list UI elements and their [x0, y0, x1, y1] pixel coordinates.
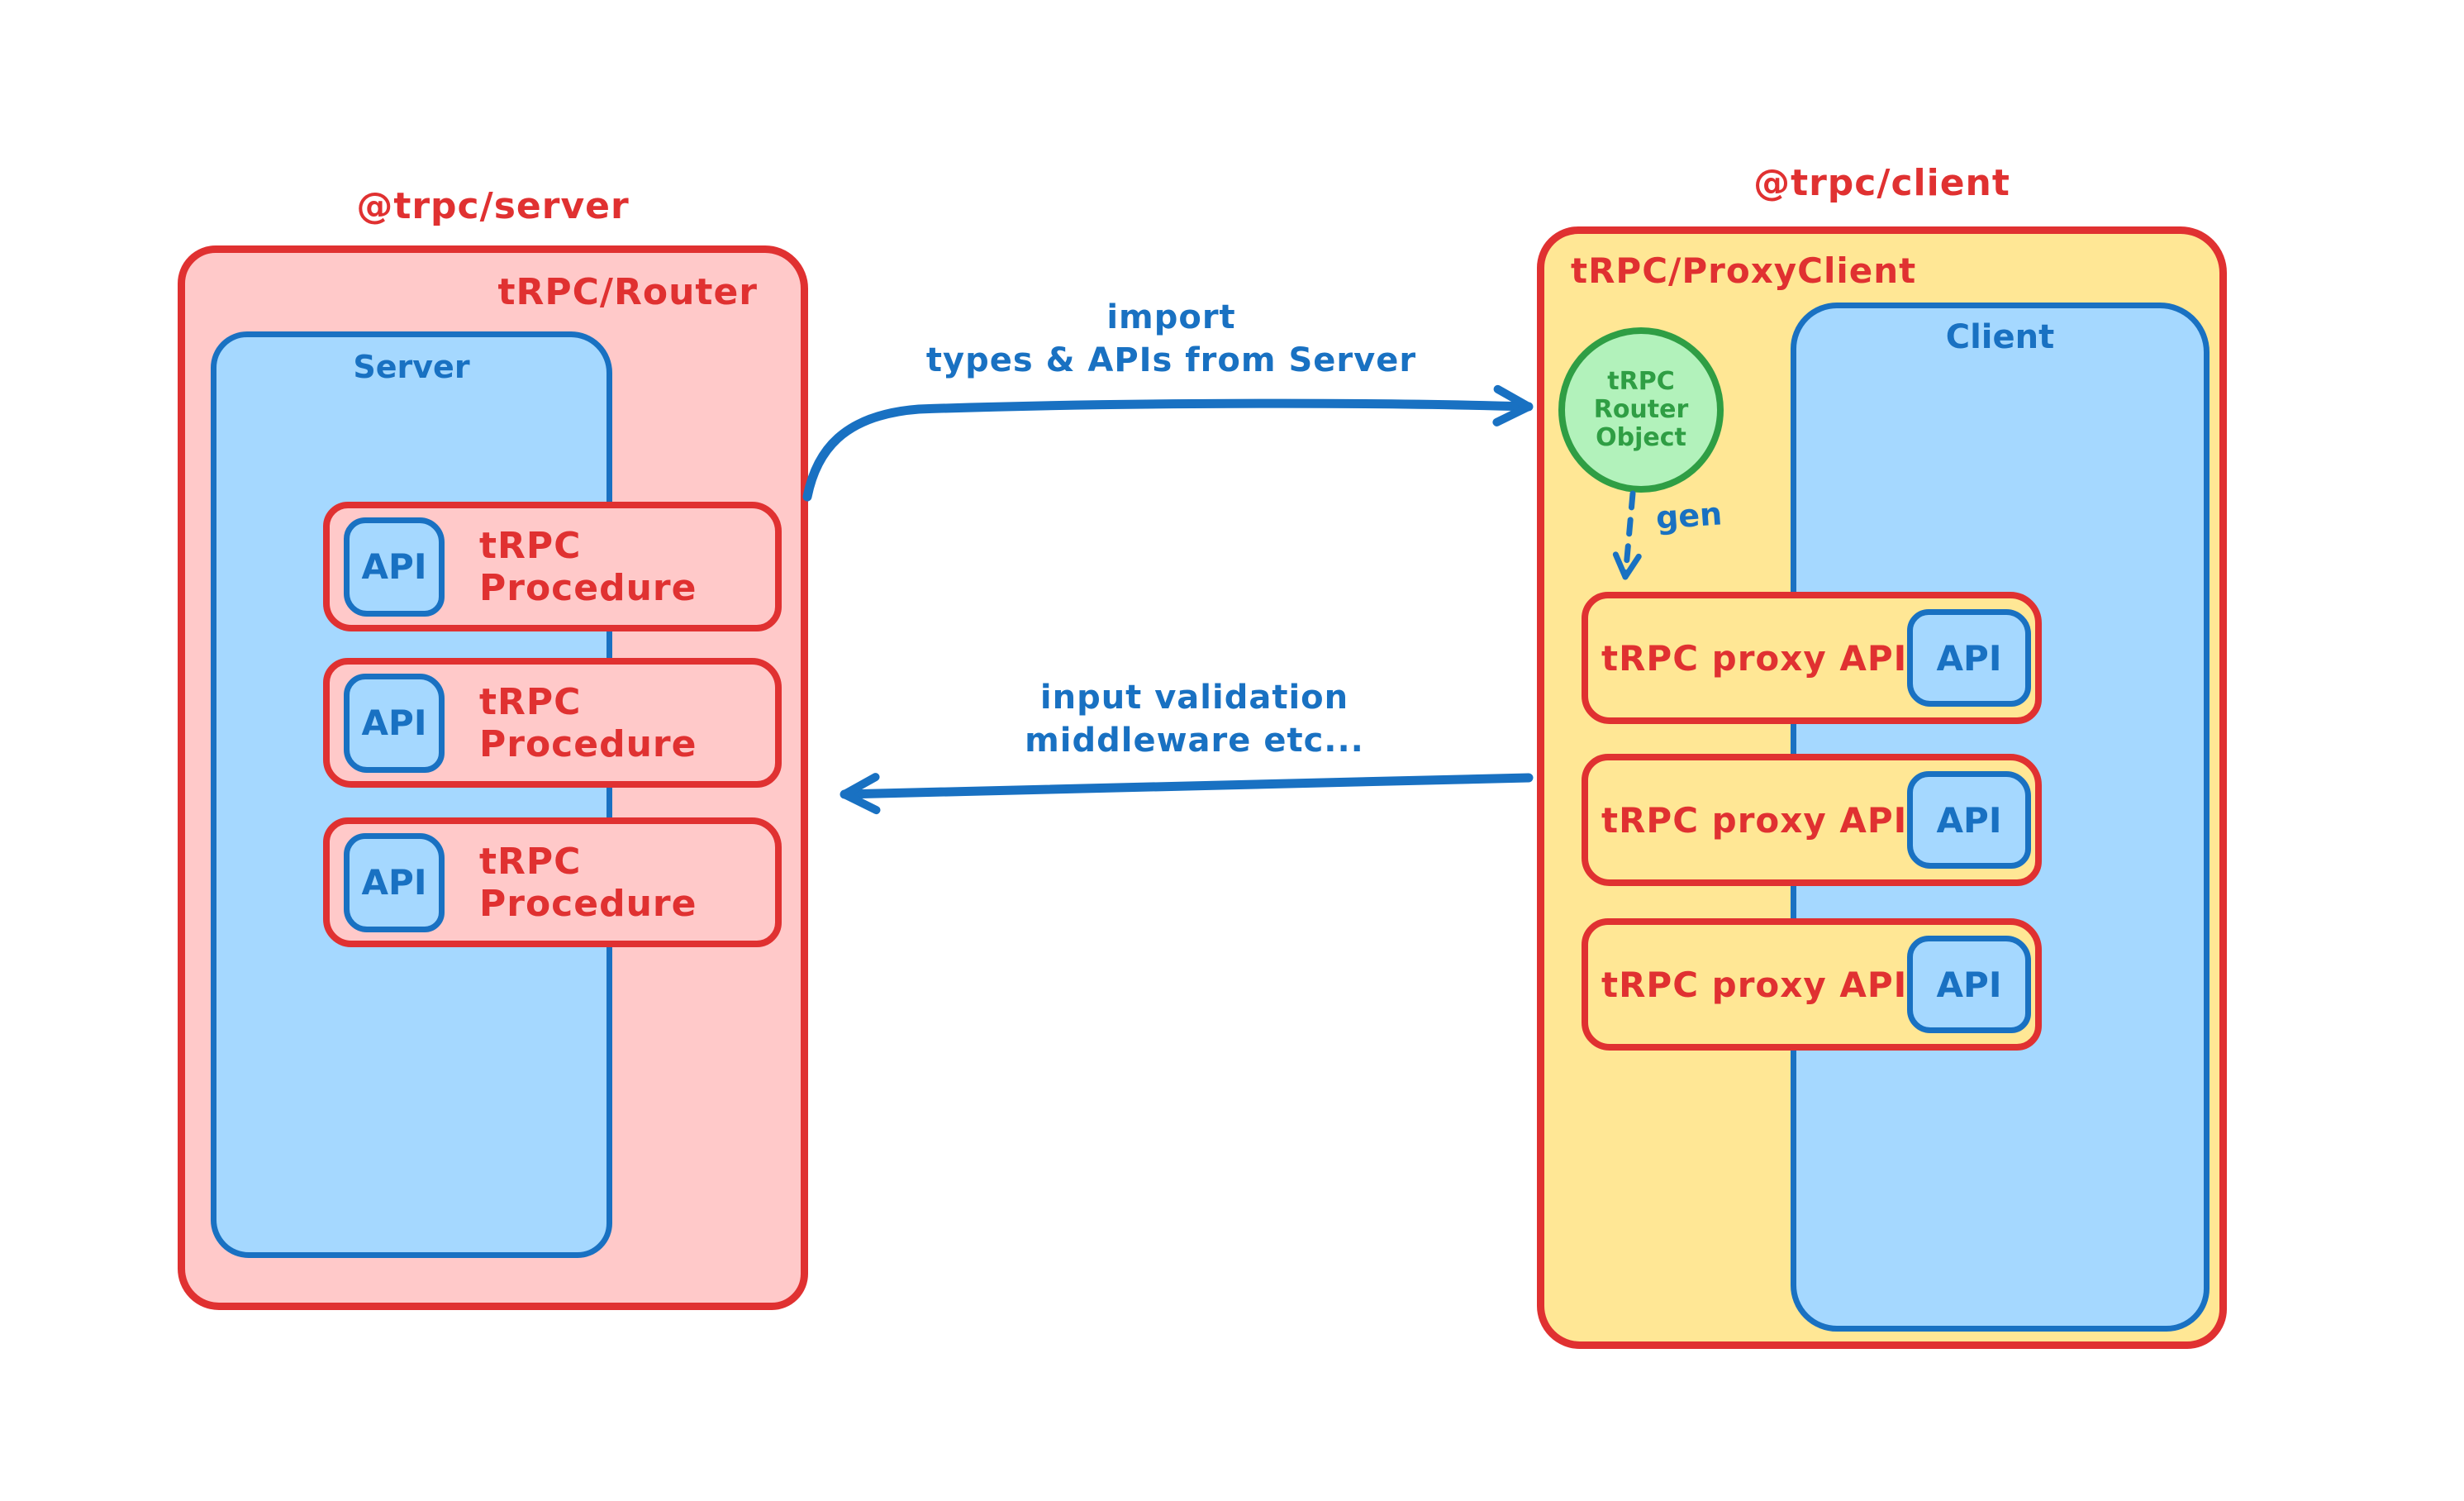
response-arrow-label-line2: middleware etc...: [1025, 722, 1364, 760]
api-chip: API: [1907, 936, 2031, 1033]
trpc-proxy-client-box: tRPC/ProxyClient Client tRPC Router Obje…: [1537, 226, 2227, 1349]
api-chip: API: [1907, 609, 2031, 707]
response-arrow-label-line1: input validation: [1039, 679, 1349, 717]
trpc-router-box: tRPC/Router Server API tRPC Procedure AP…: [178, 245, 808, 1310]
procedure-label: tRPC Procedure: [479, 524, 697, 609]
api-chip-label: API: [361, 546, 427, 587]
router-object-line: Router: [1593, 395, 1689, 424]
import-arrow-label-line1: import: [1106, 298, 1236, 336]
server-box-label: Server: [353, 349, 470, 385]
procedure-label: tRPC Procedure: [479, 840, 697, 925]
trpc-router-object-circle: tRPC Router Object: [1558, 327, 1724, 493]
api-chip: API: [344, 517, 445, 617]
api-chip-label: API: [1936, 799, 2002, 841]
router-object-line: tRPC: [1607, 367, 1675, 396]
server-package-title: @trpc/server: [356, 185, 630, 227]
proxy-api-row: tRPC proxy API API: [1582, 918, 2042, 1051]
router-object-line: Object: [1596, 423, 1686, 452]
api-chip-label: API: [361, 862, 427, 903]
proxy-api-label: tRPC proxy API: [1601, 637, 1908, 679]
api-chip-label: API: [361, 703, 427, 743]
procedure-label: tRPC Procedure: [479, 680, 697, 765]
response-arrow: [840, 773, 1534, 815]
procedure-row: API tRPC Procedure: [323, 502, 782, 631]
procedure-row: API tRPC Procedure: [323, 658, 782, 788]
proxy-api-row: tRPC proxy API API: [1582, 754, 2042, 886]
api-chip: API: [344, 673, 445, 773]
proxy-api-label: tRPC proxy API: [1601, 799, 1908, 841]
proxy-api-row: tRPC proxy API API: [1582, 592, 2042, 724]
import-arrow: [802, 384, 1534, 502]
trpc-router-label: tRPC/Router: [497, 271, 758, 313]
api-chip-label: API: [1936, 637, 2002, 679]
procedure-row: API tRPC Procedure: [323, 817, 782, 947]
client-package-title: @trpc/client: [1753, 162, 2010, 204]
client-box-label: Client: [1945, 318, 2055, 356]
server-box: Server: [211, 331, 612, 1258]
import-arrow-label-line2: types & APIs from Server: [925, 341, 1417, 379]
gen-arrow-label: gen: [1654, 495, 1724, 536]
api-chip-label: API: [1936, 964, 2002, 1005]
import-arrow-label: import types & APIs from Server: [822, 296, 1520, 382]
trpc-proxy-client-label: tRPC/ProxyClient: [1571, 250, 1917, 291]
response-arrow-label: input validation middleware etc...: [845, 676, 1544, 762]
proxy-api-label: tRPC proxy API: [1601, 964, 1908, 1005]
api-chip: API: [1907, 771, 2031, 869]
api-chip: API: [344, 832, 445, 932]
